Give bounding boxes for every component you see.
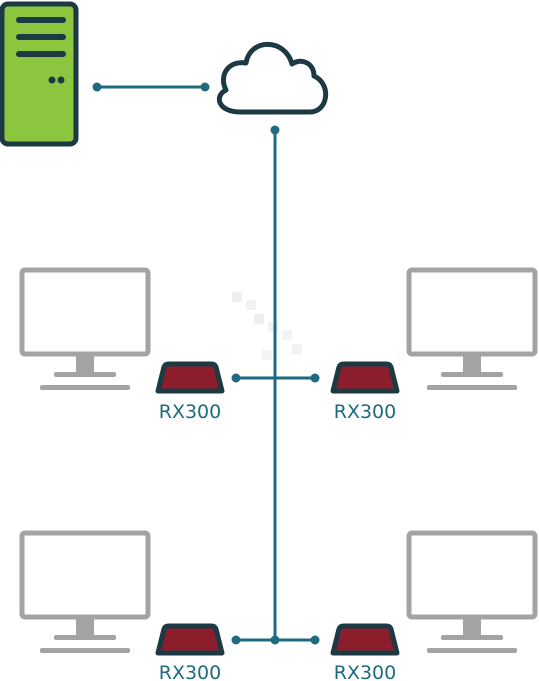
station-top-left: RX300 <box>19 267 225 423</box>
receiver-device-icon <box>330 623 400 656</box>
receiver-device-icon <box>330 361 400 394</box>
server-icon <box>0 1 79 147</box>
cloud-icon <box>216 41 329 115</box>
station-label: RX300 <box>334 401 396 423</box>
monitor-icon <box>19 267 151 390</box>
monitor-icon <box>19 530 151 653</box>
lower-branch-link <box>231 635 320 645</box>
monitor-icon <box>406 267 538 390</box>
upper-branch-link <box>231 373 320 383</box>
backbone-line <box>270 125 280 645</box>
station-label: RX300 <box>334 662 396 681</box>
watermark-pattern <box>232 292 302 360</box>
server-cloud-link <box>92 82 210 92</box>
receiver-device-icon <box>155 623 225 656</box>
station-bottom-left: RX300 <box>19 530 225 681</box>
station-label: RX300 <box>159 662 221 681</box>
station-bottom-right: RX300 <box>330 530 538 681</box>
station-label: RX300 <box>159 401 221 423</box>
station-top-right: RX300 <box>330 267 538 423</box>
receiver-device-icon <box>155 361 225 394</box>
monitor-icon <box>406 530 538 653</box>
